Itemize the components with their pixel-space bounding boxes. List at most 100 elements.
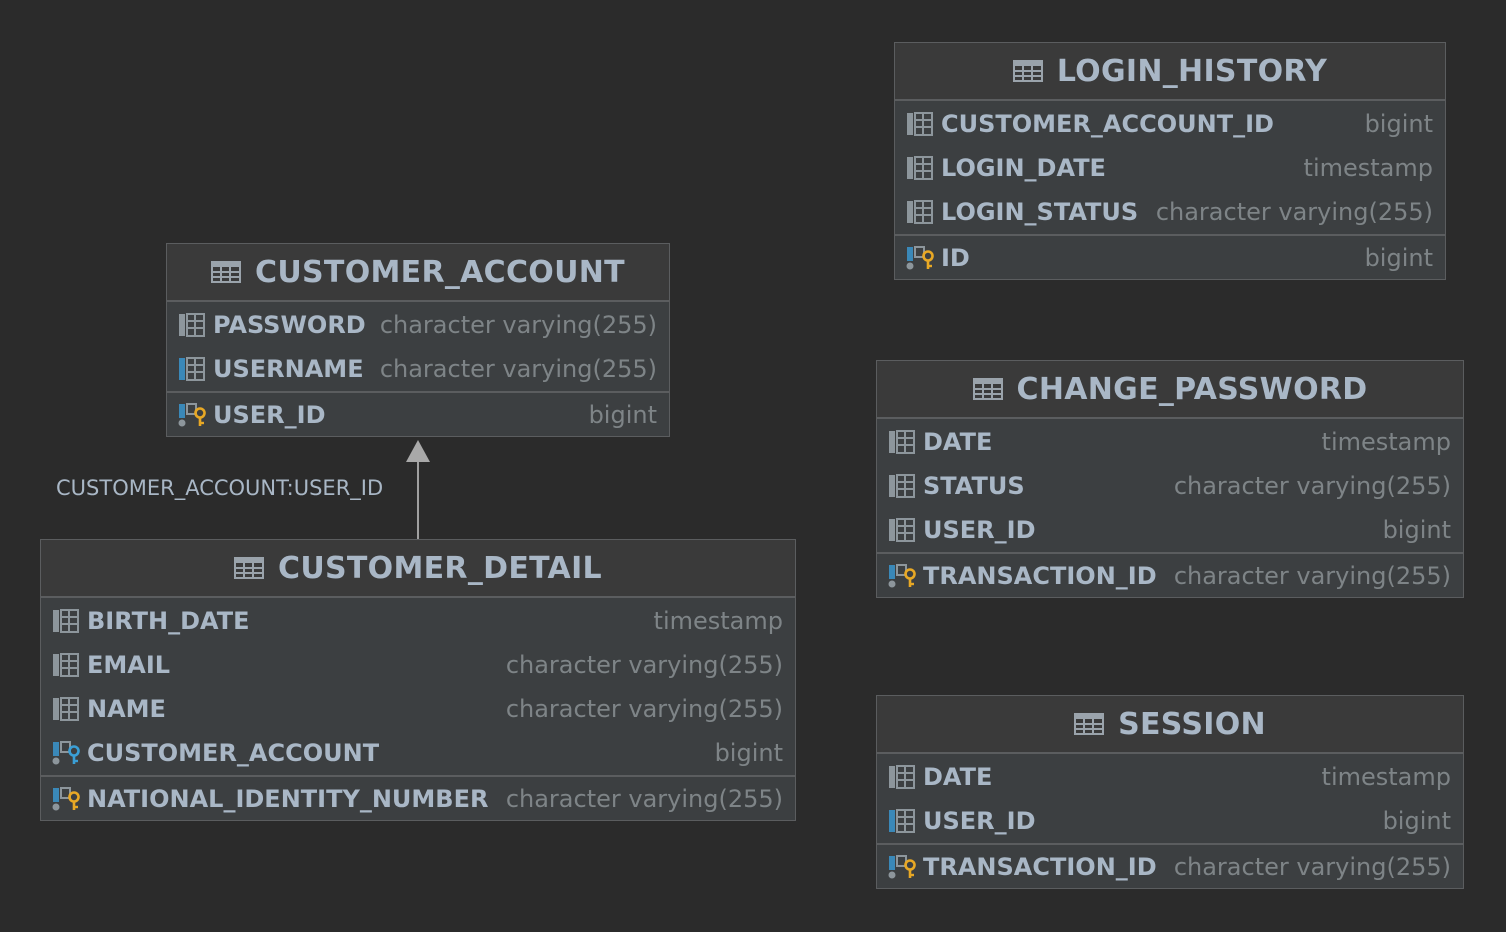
table-icon (211, 260, 242, 284)
column-row[interactable]: STATUS character varying(255) (877, 464, 1463, 508)
column-name: STATUS (923, 472, 1025, 500)
column-name: NATIONAL_IDENTITY_NUMBER (87, 784, 489, 813)
indexed-column-icon (177, 357, 207, 381)
table-header[interactable]: CUSTOMER_ACCOUNT (167, 244, 669, 302)
column-name: CUSTOMER_ACCOUNT_ID (941, 110, 1274, 138)
column-type: bigint (1364, 243, 1433, 272)
column-name: USER_ID (213, 400, 326, 429)
column-type: character varying(255) (1173, 852, 1451, 881)
column-type: character varying(255) (1155, 198, 1433, 226)
column-type: character varying(255) (505, 651, 783, 679)
column-icon (51, 609, 81, 633)
foreign-key-icon (51, 741, 81, 765)
column-icon (887, 518, 917, 542)
table-name: CHANGE_PASSWORD (1016, 371, 1368, 407)
table-header[interactable]: CHANGE_PASSWORD (877, 361, 1463, 419)
column-type: character varying(255) (379, 355, 657, 383)
primary-key-row[interactable]: NATIONAL_IDENTITY_NUMBER character varyin… (41, 775, 795, 820)
table-customer-account[interactable]: CUSTOMER_ACCOUNT PASSWORD character varyin… (166, 243, 670, 437)
column-icon (887, 765, 917, 789)
column-type: bigint (1382, 516, 1451, 544)
column-name: PASSWORD (213, 311, 366, 339)
column-row[interactable]: DATE timestamp (877, 755, 1463, 799)
primary-key-row[interactable]: TRANSACTION_ID character varying(255) (877, 843, 1463, 888)
column-icon (905, 156, 935, 180)
column-name: USERNAME (213, 355, 364, 383)
primary-key-icon (177, 402, 207, 427)
column-name: DATE (923, 763, 993, 791)
table-header[interactable]: SESSION (877, 696, 1463, 754)
primary-key-row[interactable]: TRANSACTION_ID character varying(255) (877, 552, 1463, 597)
column-type: timestamp (1303, 154, 1433, 182)
column-row[interactable]: PASSWORD character varying(255) (167, 303, 669, 347)
relationship-label: CUSTOMER_ACCOUNT:USER_ID (56, 476, 384, 500)
column-name: EMAIL (87, 651, 171, 679)
column-type: timestamp (1321, 763, 1451, 791)
column-name: TRANSACTION_ID (923, 561, 1157, 590)
column-name: LOGIN_DATE (941, 154, 1106, 182)
column-type: character varying(255) (505, 784, 783, 813)
column-row[interactable]: EMAIL character varying(255) (41, 643, 795, 687)
column-row[interactable]: USER_ID bigint (877, 799, 1463, 843)
table-icon (1012, 59, 1043, 83)
column-type: bigint (1364, 110, 1433, 138)
primary-key-row[interactable]: USER_ID bigint (167, 391, 669, 436)
primary-key-icon (905, 245, 935, 270)
table-header[interactable]: LOGIN_HISTORY (895, 43, 1445, 101)
column-name: USER_ID (923, 807, 1036, 835)
table-name: SESSION (1118, 706, 1266, 742)
column-icon (887, 430, 917, 454)
column-name: BIRTH_DATE (87, 607, 250, 635)
column-type: timestamp (653, 607, 783, 635)
column-icon (177, 313, 207, 337)
column-type: timestamp (1321, 428, 1451, 456)
column-icon (905, 200, 935, 224)
column-icon (905, 112, 935, 136)
column-row[interactable]: LOGIN_STATUS character varying(255) (895, 190, 1445, 234)
table-icon (972, 377, 1003, 401)
table-icon (1074, 712, 1105, 736)
column-row[interactable]: BIRTH_DATE timestamp (41, 599, 795, 643)
column-row[interactable]: LOGIN_DATE timestamp (895, 146, 1445, 190)
column-type: character varying(255) (1173, 472, 1451, 500)
table-name: CUSTOMER_DETAIL (278, 550, 602, 586)
column-icon (887, 474, 917, 498)
primary-key-icon (887, 563, 917, 588)
table-icon (234, 556, 265, 580)
column-type: character varying(255) (505, 695, 783, 723)
column-type: bigint (588, 400, 657, 429)
column-name: USER_ID (923, 516, 1036, 544)
column-type: character varying(255) (1173, 561, 1451, 590)
column-type: bigint (1382, 807, 1451, 835)
table-name: CUSTOMER_ACCOUNT (255, 254, 625, 290)
column-name: TRANSACTION_ID (923, 852, 1157, 881)
column-icon (51, 653, 81, 677)
primary-key-icon (51, 786, 81, 811)
table-header[interactable]: CUSTOMER_DETAIL (41, 540, 795, 598)
column-type: character varying(255) (379, 311, 657, 339)
column-row[interactable]: CUSTOMER_ACCOUNT_ID bigint (895, 102, 1445, 146)
column-row[interactable]: USERNAME character varying(255) (167, 347, 669, 391)
table-name: LOGIN_HISTORY (1056, 53, 1328, 89)
column-list: PASSWORD character varying(255) USERNAME ch… (167, 302, 669, 391)
column-row[interactable]: NAME character varying(255) (41, 687, 795, 731)
primary-key-row[interactable]: ID bigint (895, 234, 1445, 279)
column-name: NAME (87, 695, 166, 723)
primary-key-icon (887, 854, 917, 879)
column-name: LOGIN_STATUS (941, 198, 1139, 226)
arrow-head-icon (406, 440, 430, 462)
column-row[interactable]: USER_ID bigint (877, 508, 1463, 552)
column-name: ID (941, 243, 970, 272)
column-type: bigint (714, 739, 783, 767)
indexed-column-icon (887, 809, 917, 833)
